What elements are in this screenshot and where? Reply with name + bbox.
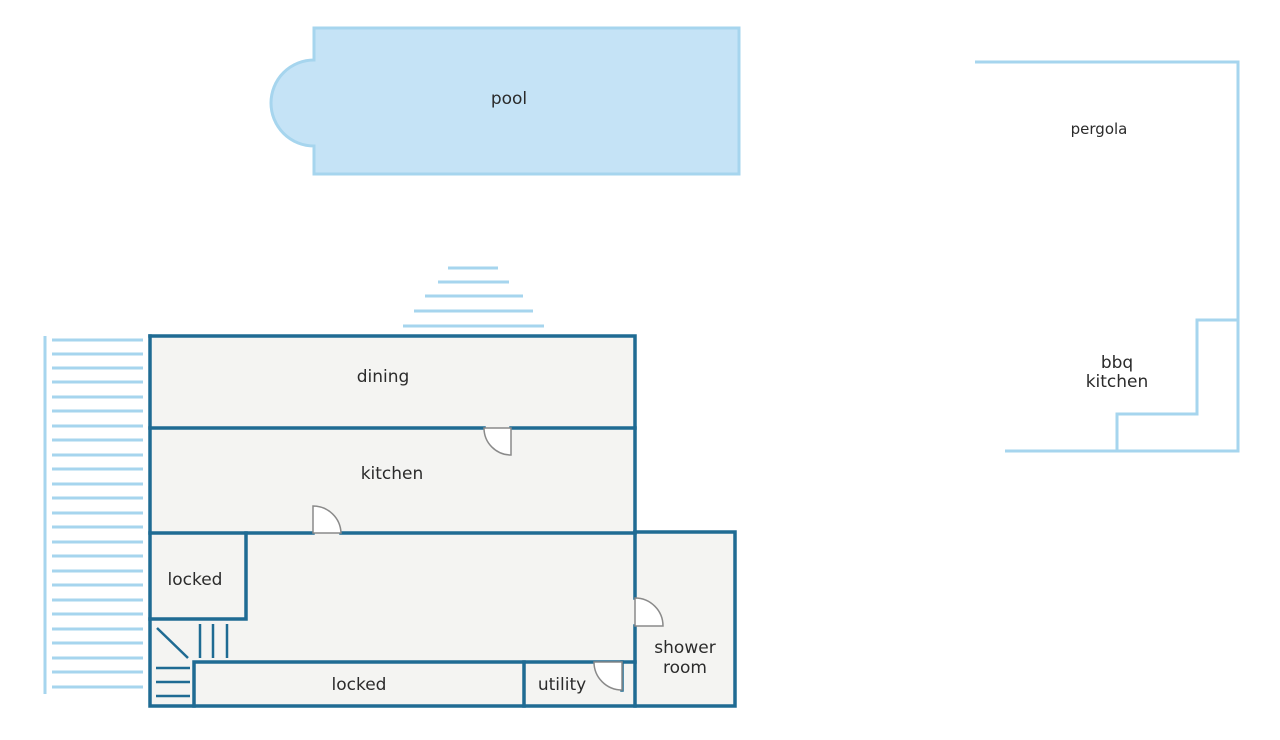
pergola-area (975, 60, 1240, 453)
pool-shape (269, 26, 741, 176)
bbq-kitchen-label-line1: bbq (1101, 353, 1133, 373)
bbq-kitchen-label-line2: kitchen (1086, 372, 1149, 392)
shower-room-label-line2: room (663, 658, 707, 678)
door-shower (634, 597, 664, 627)
pergola-label: pergola (1071, 120, 1128, 138)
bbq-kitchen-outline (1115, 318, 1238, 451)
door-utility (593, 661, 623, 691)
interior-stairs (156, 624, 229, 698)
locked-lower-label: locked (332, 675, 387, 695)
side-deck (43, 336, 143, 694)
door-dining-kitchen (483, 427, 512, 456)
pergola-outline (975, 60, 1240, 453)
shower-room-label-line1: shower (654, 638, 715, 658)
doors (312, 427, 664, 691)
door-kitchen-hall (312, 505, 342, 534)
pool-label: pool (491, 89, 527, 109)
pool-area: pool (269, 26, 741, 176)
house-floor (150, 336, 735, 706)
entry-steps (403, 266, 544, 328)
utility-label: utility (538, 675, 586, 695)
house-walls (148, 334, 737, 708)
dining-label: dining (357, 367, 410, 387)
locked-upper-label: locked (168, 570, 223, 590)
kitchen-label: kitchen (361, 464, 424, 484)
